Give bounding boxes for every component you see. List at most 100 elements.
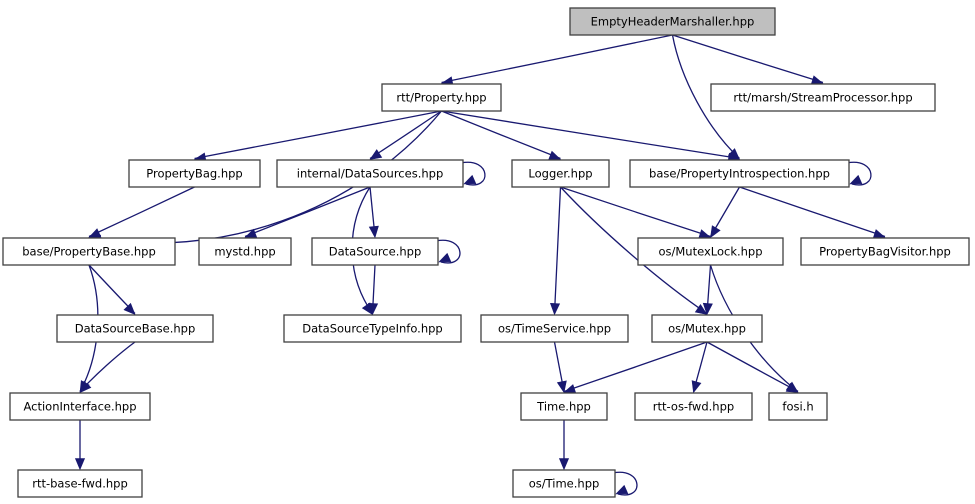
node-rttproperty[interactable]: rtt/Property.hpp [381,83,502,112]
node-label-timeservice: os/TimeService.hpp [498,322,611,336]
node-bagvisitor[interactable]: PropertyBagVisitor.hpp [800,237,970,266]
edge-datasources-to-datasources [460,161,486,186]
node-box-dsbase[interactable] [56,314,214,343]
edge-logger-to-mutexlock-arrowhead [698,229,712,239]
edge-rttproperty-to-logger-arrowhead [548,150,562,161]
node-box-introspection[interactable] [629,159,850,188]
node-mystd[interactable]: mystd.hpp [198,237,292,266]
edge-emptyheader-to-streamproc [672,34,824,84]
edge-mutex-to-rttosfwd-arrowhead [691,380,702,394]
edge-emptyheader-to-rttproperty [441,34,673,84]
node-box-propertybag[interactable] [128,159,261,188]
node-logger[interactable]: Logger.hpp [511,159,610,188]
node-propertybase[interactable]: base/PropertyBase.hpp [2,237,176,266]
edge-emptyheader-to-streamproc-arrowhead [810,75,824,86]
node-label-actioniface: ActionInterface.hpp [23,400,136,414]
node-rttbasefwd[interactable]: rtt-base-fwd.hpp [17,469,143,498]
node-actioniface[interactable]: ActionInterface.hpp [9,392,151,421]
node-mutexlock[interactable]: os/MutexLock.hpp [637,237,784,266]
edge-ostime-to-ostime [612,471,638,496]
node-label-datasources: internal/DataSources.hpp [297,167,444,181]
edge-propertybase-to-dsbase-arrowhead [123,302,136,316]
node-timeservice[interactable]: os/TimeService.hpp [480,314,629,343]
node-label-propertybase: base/PropertyBase.hpp [22,245,156,259]
edge-mutex-to-timehpp [563,341,708,393]
node-label-rttosfwd: rtt-os-fwd.hpp [653,400,734,414]
node-box-mutex[interactable] [651,314,763,343]
edge-rttproperty-to-datasources-arrowhead [369,149,383,160]
node-ostime[interactable]: os/Time.hpp [512,469,616,498]
node-label-streamproc: rtt/marsh/StreamProcessor.hpp [733,91,912,105]
node-box-emptyheader[interactable] [569,7,776,36]
node-label-mystd: mystd.hpp [214,245,275,259]
edge-ostime-to-ostime-arrowhead [615,484,629,495]
edge-emptyheader-to-introspection [671,34,740,159]
node-fosi[interactable]: fosi.h [768,392,828,421]
edge-rttproperty-to-logger [441,110,561,160]
node-label-logger: Logger.hpp [528,167,592,181]
node-streamproc[interactable]: rtt/marsh/StreamProcessor.hpp [710,83,936,112]
node-label-propertybag: PropertyBag.hpp [146,167,242,181]
edge-datasources-to-mystd [244,186,371,238]
node-label-emptyheader: EmptyHeaderMarshaller.hpp [591,15,755,29]
edge-timehpp-to-ostime-arrowhead [558,458,570,471]
node-box-dstypeinfo[interactable] [283,314,462,343]
edge-mutex-to-fosi [706,341,799,393]
node-dstypeinfo[interactable]: DataSourceTypeInfo.hpp [283,314,462,343]
node-label-bagvisitor: PropertyBagVisitor.hpp [819,245,951,259]
node-box-mystd[interactable] [198,237,292,266]
node-box-rttbasefwd[interactable] [17,469,143,498]
node-box-logger[interactable] [511,159,610,188]
node-box-actioniface[interactable] [9,392,151,421]
edge-logger-to-mutex-arrowhead [694,303,708,315]
edge-introspection-to-bagvisitor-arrowhead [872,229,886,239]
node-label-dsbase: DataSourceBase.hpp [75,322,196,336]
node-box-bagvisitor[interactable] [800,237,970,266]
node-emptyheader[interactable]: EmptyHeaderMarshaller.hpp [569,7,776,36]
edge-introspection-to-mutexlock-arrowhead [710,225,721,239]
node-dsbase[interactable]: DataSourceBase.hpp [56,314,214,343]
node-label-ostime: os/Time.hpp [529,477,600,491]
node-box-mutexlock[interactable] [637,237,784,266]
node-box-streamproc[interactable] [710,83,936,112]
edge-introspection-to-introspection-arrowhead [849,174,863,185]
node-propertybag[interactable]: PropertyBag.hpp [128,159,261,188]
node-label-introspection: base/PropertyIntrospection.hpp [649,167,830,181]
node-box-rttproperty[interactable] [381,83,502,112]
edge-introspection-to-bagvisitor [739,186,886,238]
node-layer: EmptyHeaderMarshaller.hpp rtt/Property.hp… [2,7,970,498]
node-box-timehpp[interactable] [520,392,608,421]
node-label-mutex: os/Mutex.hpp [668,322,746,336]
node-label-rttbasefwd: rtt-base-fwd.hpp [32,477,128,491]
edge-logger-to-mutexlock [560,186,711,238]
node-box-rttosfwd[interactable] [634,392,753,421]
edge-rttproperty-to-introspection [441,110,740,160]
node-box-timeservice[interactable] [480,314,629,343]
node-box-ostime[interactable] [512,469,616,498]
node-label-datasource: DataSource.hpp [329,245,422,259]
edge-actioniface-to-rttbasefwd-arrowhead [74,458,86,471]
node-box-fosi[interactable] [768,392,828,421]
node-datasource[interactable]: DataSource.hpp [311,237,439,266]
node-datasources[interactable]: internal/DataSources.hpp [276,159,464,188]
node-label-mutexlock: os/MutexLock.hpp [658,245,762,259]
node-timehpp[interactable]: Time.hpp [520,392,608,421]
edge-introspection-to-introspection [846,161,872,186]
edge-logger-to-mutex [560,186,708,315]
edge-dsbase-to-actioniface-arrowhead [79,380,92,394]
node-label-fosi: fosi.h [782,400,813,414]
node-mutex[interactable]: os/Mutex.hpp [651,314,763,343]
node-rttosfwd[interactable]: rtt-os-fwd.hpp [634,392,753,421]
edge-mutex-to-fosi-arrowhead [785,382,799,393]
node-box-propertybase[interactable] [2,237,176,266]
node-introspection[interactable]: base/PropertyIntrospection.hpp [629,159,850,188]
edge-mutexlock-to-mutex-arrowhead [702,302,713,316]
node-label-timehpp: Time.hpp [536,400,591,414]
node-box-datasource[interactable] [311,237,439,266]
edge-propertybag-to-propertybase [88,186,195,238]
node-label-rttproperty: rtt/Property.hpp [396,91,486,105]
edge-mutex-to-timehpp-arrowhead [563,384,577,394]
node-box-datasources[interactable] [276,159,464,188]
